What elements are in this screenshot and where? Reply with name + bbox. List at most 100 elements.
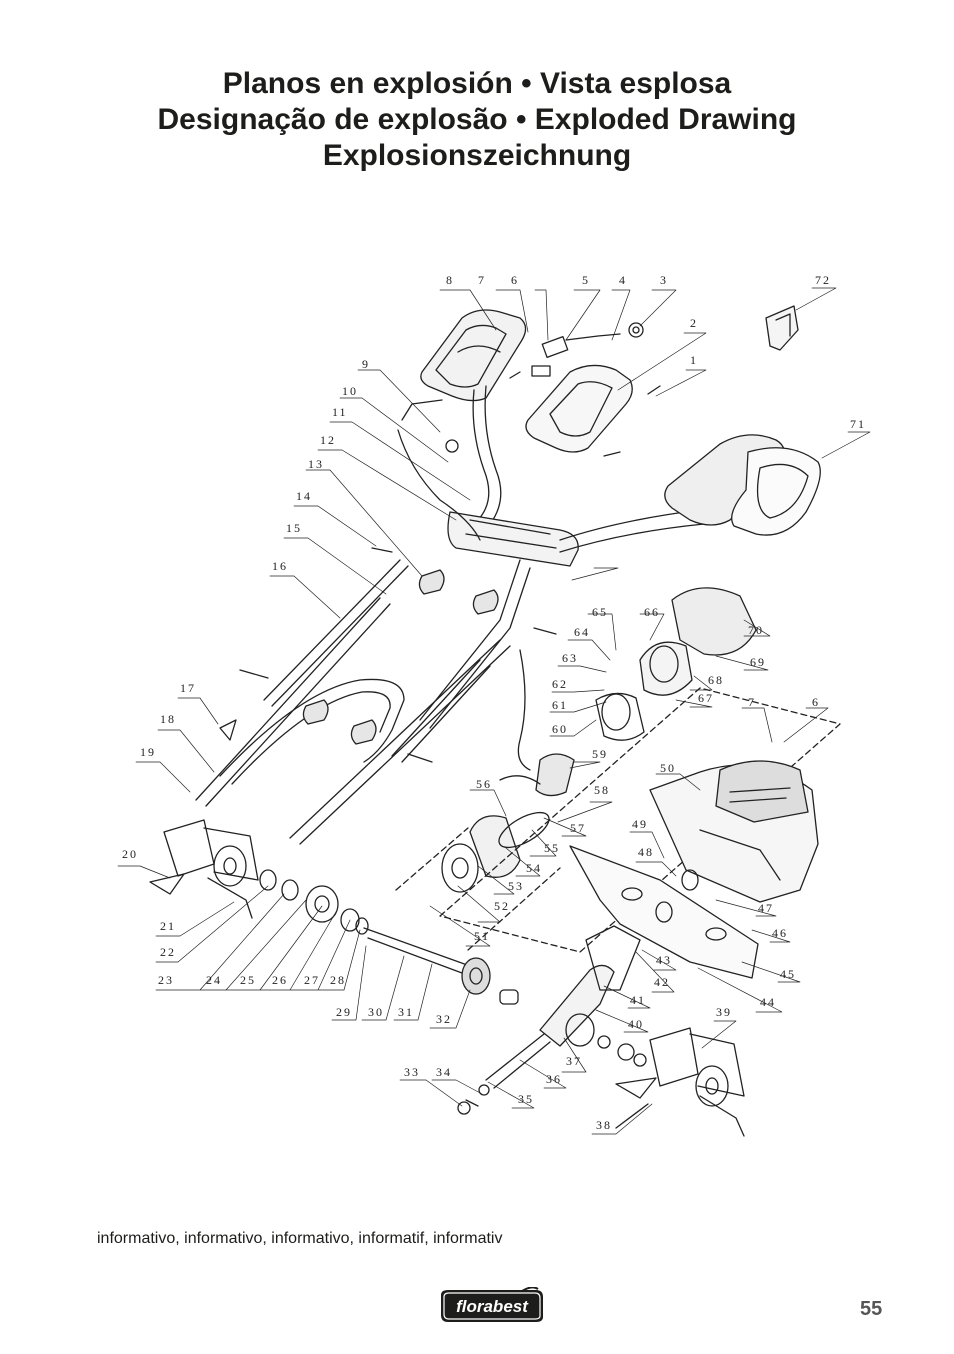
clip-72 xyxy=(765,305,799,351)
part-label: 13 xyxy=(308,457,324,471)
part-label: 16 xyxy=(272,559,288,573)
part-label: 7 xyxy=(478,273,486,287)
part-label: 14 xyxy=(296,489,312,503)
part-label: 57 xyxy=(570,821,586,835)
part-label: 1 xyxy=(690,353,698,367)
part-label: 72 xyxy=(815,273,831,287)
part-label: 49 xyxy=(632,817,648,831)
leader-lines xyxy=(117,287,871,1135)
part-label: 55 xyxy=(544,841,560,855)
switch-assembly xyxy=(531,322,644,377)
part-label: 17 xyxy=(180,681,196,695)
part-label: 26 xyxy=(272,973,288,987)
upper-handle-bar xyxy=(469,371,521,541)
part-label: 41 xyxy=(630,993,646,1007)
worm-shaft xyxy=(457,1033,551,1115)
part-label: 24 xyxy=(206,973,222,987)
page-number: 55 xyxy=(860,1298,883,1320)
part-label: 37 xyxy=(566,1054,582,1068)
part-label: 48 xyxy=(638,845,654,859)
axle-shaft xyxy=(363,927,519,1005)
part-label: 71 xyxy=(850,417,866,431)
part-label: 27 xyxy=(304,973,320,987)
wiring xyxy=(219,399,481,741)
part-label: 61 xyxy=(552,698,568,712)
knobs xyxy=(302,569,499,745)
part-label: 15 xyxy=(286,521,302,535)
part-label: 9 xyxy=(362,357,370,371)
part-label: 54 xyxy=(526,861,542,875)
lower-loop-handle xyxy=(219,678,405,785)
part-label: 2 xyxy=(690,316,698,330)
part-label: 36 xyxy=(546,1072,562,1086)
part-label: 45 xyxy=(780,967,796,981)
part-label: 56 xyxy=(476,777,492,791)
handle-cross-bar xyxy=(447,507,721,567)
part-label: 34 xyxy=(436,1065,452,1079)
part-label: 51 xyxy=(474,929,490,943)
part-label: 33 xyxy=(404,1065,420,1079)
part-label: 68 xyxy=(708,673,724,687)
part-label: 7 xyxy=(748,695,756,709)
part-label: 62 xyxy=(552,677,568,691)
part-label: 59 xyxy=(592,747,608,761)
logo-wordmark: florabest xyxy=(456,1297,529,1316)
part-label: 39 xyxy=(716,1005,732,1019)
part-label: 46 xyxy=(772,926,788,940)
part-label: 25 xyxy=(240,973,256,987)
handle-tube-left xyxy=(195,559,511,845)
handle-grip-right-shell xyxy=(525,364,633,453)
rear-handle-grip xyxy=(664,434,821,536)
part-label: 40 xyxy=(628,1017,644,1031)
part-label: 52 xyxy=(494,899,510,913)
part-label: 29 xyxy=(336,1005,352,1019)
part-label: 23 xyxy=(158,973,174,987)
part-label: 67 xyxy=(698,691,714,705)
footnote-text: informativo, informativo, informativo, i… xyxy=(97,1230,503,1247)
tine-left xyxy=(149,819,259,919)
part-label: 60 xyxy=(552,722,568,736)
gearbox xyxy=(539,925,641,1047)
part-label: 6 xyxy=(511,273,519,287)
part-label: 4 xyxy=(619,273,627,287)
guard-plate xyxy=(569,845,759,979)
part-label: 47 xyxy=(758,901,774,915)
handle-tube-right xyxy=(391,559,531,771)
part-label: 8 xyxy=(446,273,454,287)
part-label: 53 xyxy=(508,879,524,893)
part-label: 20 xyxy=(122,847,138,861)
part-label: 30 xyxy=(368,1005,384,1019)
handle-grip-left-shell xyxy=(420,309,527,402)
title-line-3: Explosionszeichnung xyxy=(322,139,632,172)
part-label: 5 xyxy=(582,273,590,287)
bolts xyxy=(239,385,661,763)
bearing-stack xyxy=(259,869,369,935)
part-label: 66 xyxy=(644,605,660,619)
part-label: 19 xyxy=(140,745,156,759)
part-label: 18 xyxy=(160,712,176,726)
part-label: 44 xyxy=(760,995,776,1009)
part-label: 22 xyxy=(160,945,176,959)
part-label: 21 xyxy=(160,919,176,933)
part-label: 69 xyxy=(750,655,766,669)
motor-assembly xyxy=(441,753,575,893)
title-line-2: Designação de explosão • Exploded Drawin… xyxy=(157,103,797,136)
part-label: 64 xyxy=(574,625,590,639)
fan-cover xyxy=(595,587,757,741)
part-label: 42 xyxy=(654,975,670,989)
part-label: 63 xyxy=(562,651,578,665)
part-label: 43 xyxy=(656,953,672,967)
part-label: 11 xyxy=(332,405,348,419)
part-label: 35 xyxy=(518,1092,534,1106)
florabest-logo: florabest xyxy=(441,1287,543,1322)
tine-right xyxy=(597,1027,745,1137)
part-label: 50 xyxy=(660,761,676,775)
part-label: 28 xyxy=(330,973,346,987)
part-label: 32 xyxy=(436,1012,452,1026)
page-title: Planos en explosión • Vista esplosa Desi… xyxy=(0,66,954,174)
part-label: 12 xyxy=(320,433,336,447)
part-label: 6 xyxy=(812,695,820,709)
motor-housing xyxy=(649,760,819,903)
part-label: 65 xyxy=(592,605,608,619)
